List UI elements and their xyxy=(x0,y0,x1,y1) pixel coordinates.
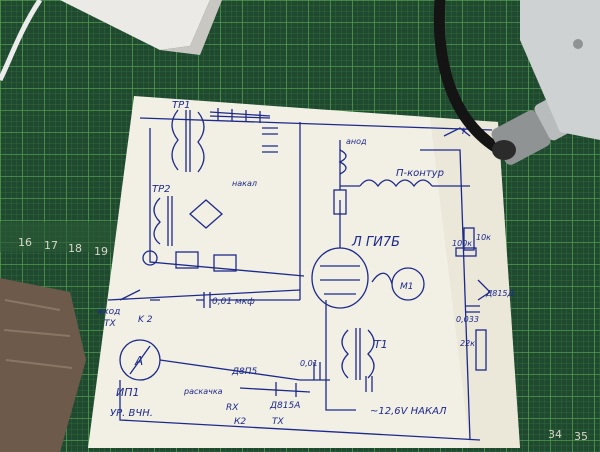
label-input-tx: TX xyxy=(104,319,116,329)
ruler-mark-34: 34 xyxy=(548,428,562,441)
coax-cable xyxy=(433,0,506,156)
label-filament: накал xyxy=(232,179,257,188)
mat-ruler-band xyxy=(0,222,130,252)
ruler-mark-18: 18 xyxy=(68,242,82,255)
label-input: вход xyxy=(98,307,120,317)
label-cap-033: 0,033 xyxy=(456,315,479,324)
label-out-level: УР. ВЧН. xyxy=(110,408,153,419)
ruler-mark-35: 35 xyxy=(574,430,588,443)
ruler-mark-19: 19 xyxy=(94,245,108,258)
paper-shade xyxy=(430,118,520,448)
white-box-shadow xyxy=(160,0,222,55)
label-rx: RX xyxy=(226,403,239,413)
label-cap-1: 0,01 xyxy=(300,359,318,368)
device-screw xyxy=(573,39,583,49)
ruler-mark-16: 16 xyxy=(18,236,32,249)
label-vd2: Д815А xyxy=(269,401,300,411)
label-pi-contour: П-контур xyxy=(396,168,444,179)
label-motor: M1 xyxy=(400,282,414,292)
ink-schematic xyxy=(107,108,493,441)
label-drive: раскачка xyxy=(183,387,223,396)
label-meter-name: ИП1 xyxy=(116,386,140,399)
label-k2: K 2 xyxy=(138,315,153,325)
ruler-mark-17: 17 xyxy=(44,239,58,252)
metal-device xyxy=(520,0,600,140)
label-cap-in: 0,01 мкф xyxy=(212,297,255,307)
label-r-100k: 100к xyxy=(452,239,472,248)
label-tr2: TP2 xyxy=(152,184,171,195)
wood-texture xyxy=(3,299,73,369)
label-fil-out: ~12,6V НАКАЛ xyxy=(370,406,447,417)
label-k1: K 1 xyxy=(462,127,477,137)
label-r-22k: 22к xyxy=(460,339,475,348)
label-anode: анод xyxy=(346,137,367,146)
label-tube: Л ГИ7Б xyxy=(351,235,400,250)
label-r-10k: 10к xyxy=(476,233,491,242)
label-t1: T1 xyxy=(374,338,388,351)
label-tx: TX xyxy=(272,417,284,427)
label-meter: A xyxy=(134,354,143,368)
label-tr1: TP1 xyxy=(172,100,191,111)
white-cable xyxy=(0,0,43,82)
label-zener: Д815Д xyxy=(485,289,514,298)
label-k2b: К2 xyxy=(234,417,246,427)
white-box xyxy=(60,0,210,50)
label-vd1: Д8П5 xyxy=(231,367,258,377)
